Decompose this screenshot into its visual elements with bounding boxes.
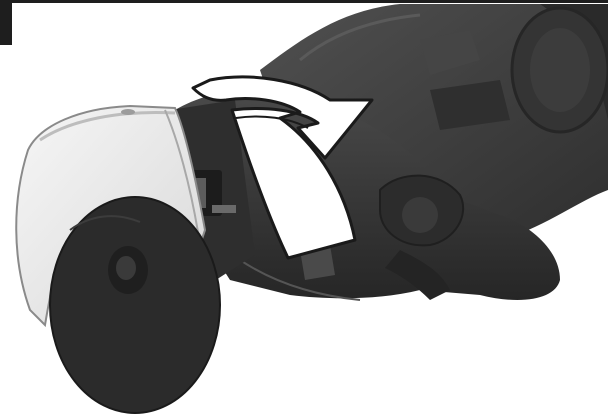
cutting-disc [50, 197, 220, 413]
